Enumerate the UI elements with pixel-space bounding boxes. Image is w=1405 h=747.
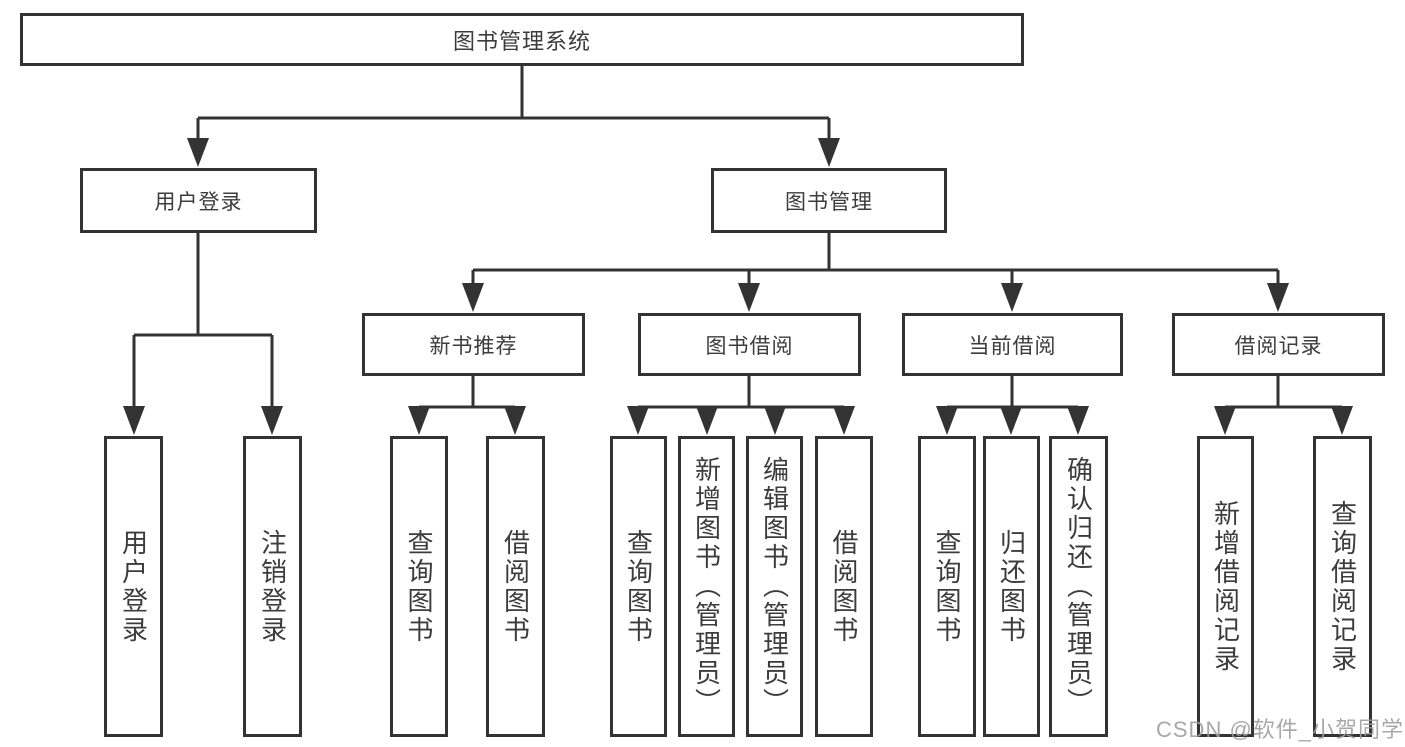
- node-label: 借阅图书: [829, 528, 859, 645]
- node-label: 借阅图书: [500, 528, 531, 645]
- leaf-br-add-record: 新增借阅记录: [1197, 436, 1254, 737]
- node-book-borrowing: 图书借阅: [638, 313, 861, 376]
- leaf-logout: 注销登录: [243, 436, 302, 737]
- node-label: 新增借阅记录: [1210, 499, 1241, 674]
- node-new-book-recommend: 新书推荐: [362, 313, 585, 376]
- node-label: 用户登录: [118, 528, 149, 645]
- leaf-cb-confirm-return-admin: 确认归还（管理员）: [1049, 436, 1108, 737]
- leaf-cb-return-books: 归还图书: [983, 436, 1040, 737]
- node-label: 查询借阅记录: [1327, 499, 1358, 674]
- node-label: 借阅记录: [1234, 334, 1323, 358]
- node-label: 图书管理系统: [452, 28, 591, 54]
- node-label: 新书推荐: [429, 334, 518, 358]
- node-label: 查询图书: [623, 528, 654, 645]
- leaf-user-login: 用户登录: [104, 436, 163, 737]
- leaf-nbr-query-books: 查询图书: [390, 436, 448, 737]
- node-label: 确认归还（管理员）: [1063, 456, 1094, 717]
- leaf-bb-borrow-books: 借阅图书: [815, 436, 873, 737]
- node-book-management: 图书管理: [711, 168, 947, 233]
- node-label: 归还图书: [996, 528, 1027, 645]
- node-current-borrowing: 当前借阅: [902, 313, 1123, 376]
- csdn-watermark: CSDN @软件_小贺同学: [1156, 717, 1405, 742]
- node-label: 编辑图书（管理员）: [759, 456, 790, 717]
- node-label: 查询图书: [404, 528, 434, 645]
- node-user-login: 用户登录: [80, 168, 317, 233]
- node-label: 图书管理: [785, 190, 873, 214]
- node-label: 新增图书（管理员）: [691, 456, 722, 717]
- node-label: 图书借阅: [705, 334, 794, 358]
- node-label: 注销登录: [257, 528, 288, 645]
- node-label: 用户登录: [154, 190, 243, 214]
- leaf-bb-edit-books-admin: 编辑图书（管理员）: [746, 436, 803, 737]
- node-library-management-system: 图书管理系统: [20, 13, 1024, 66]
- leaf-nbr-borrow-books: 借阅图书: [486, 436, 545, 737]
- node-label: 当前借阅: [968, 334, 1057, 358]
- leaf-br-query-record: 查询借阅记录: [1313, 436, 1372, 737]
- leaf-cb-query-books: 查询图书: [918, 436, 976, 737]
- node-label: 查询图书: [932, 528, 962, 645]
- leaf-bb-query-books: 查询图书: [610, 436, 667, 737]
- arrowheads: [123, 138, 1353, 435]
- leaf-bb-add-books-admin: 新增图书（管理员）: [678, 436, 735, 737]
- node-borrowing-records: 借阅记录: [1172, 313, 1385, 376]
